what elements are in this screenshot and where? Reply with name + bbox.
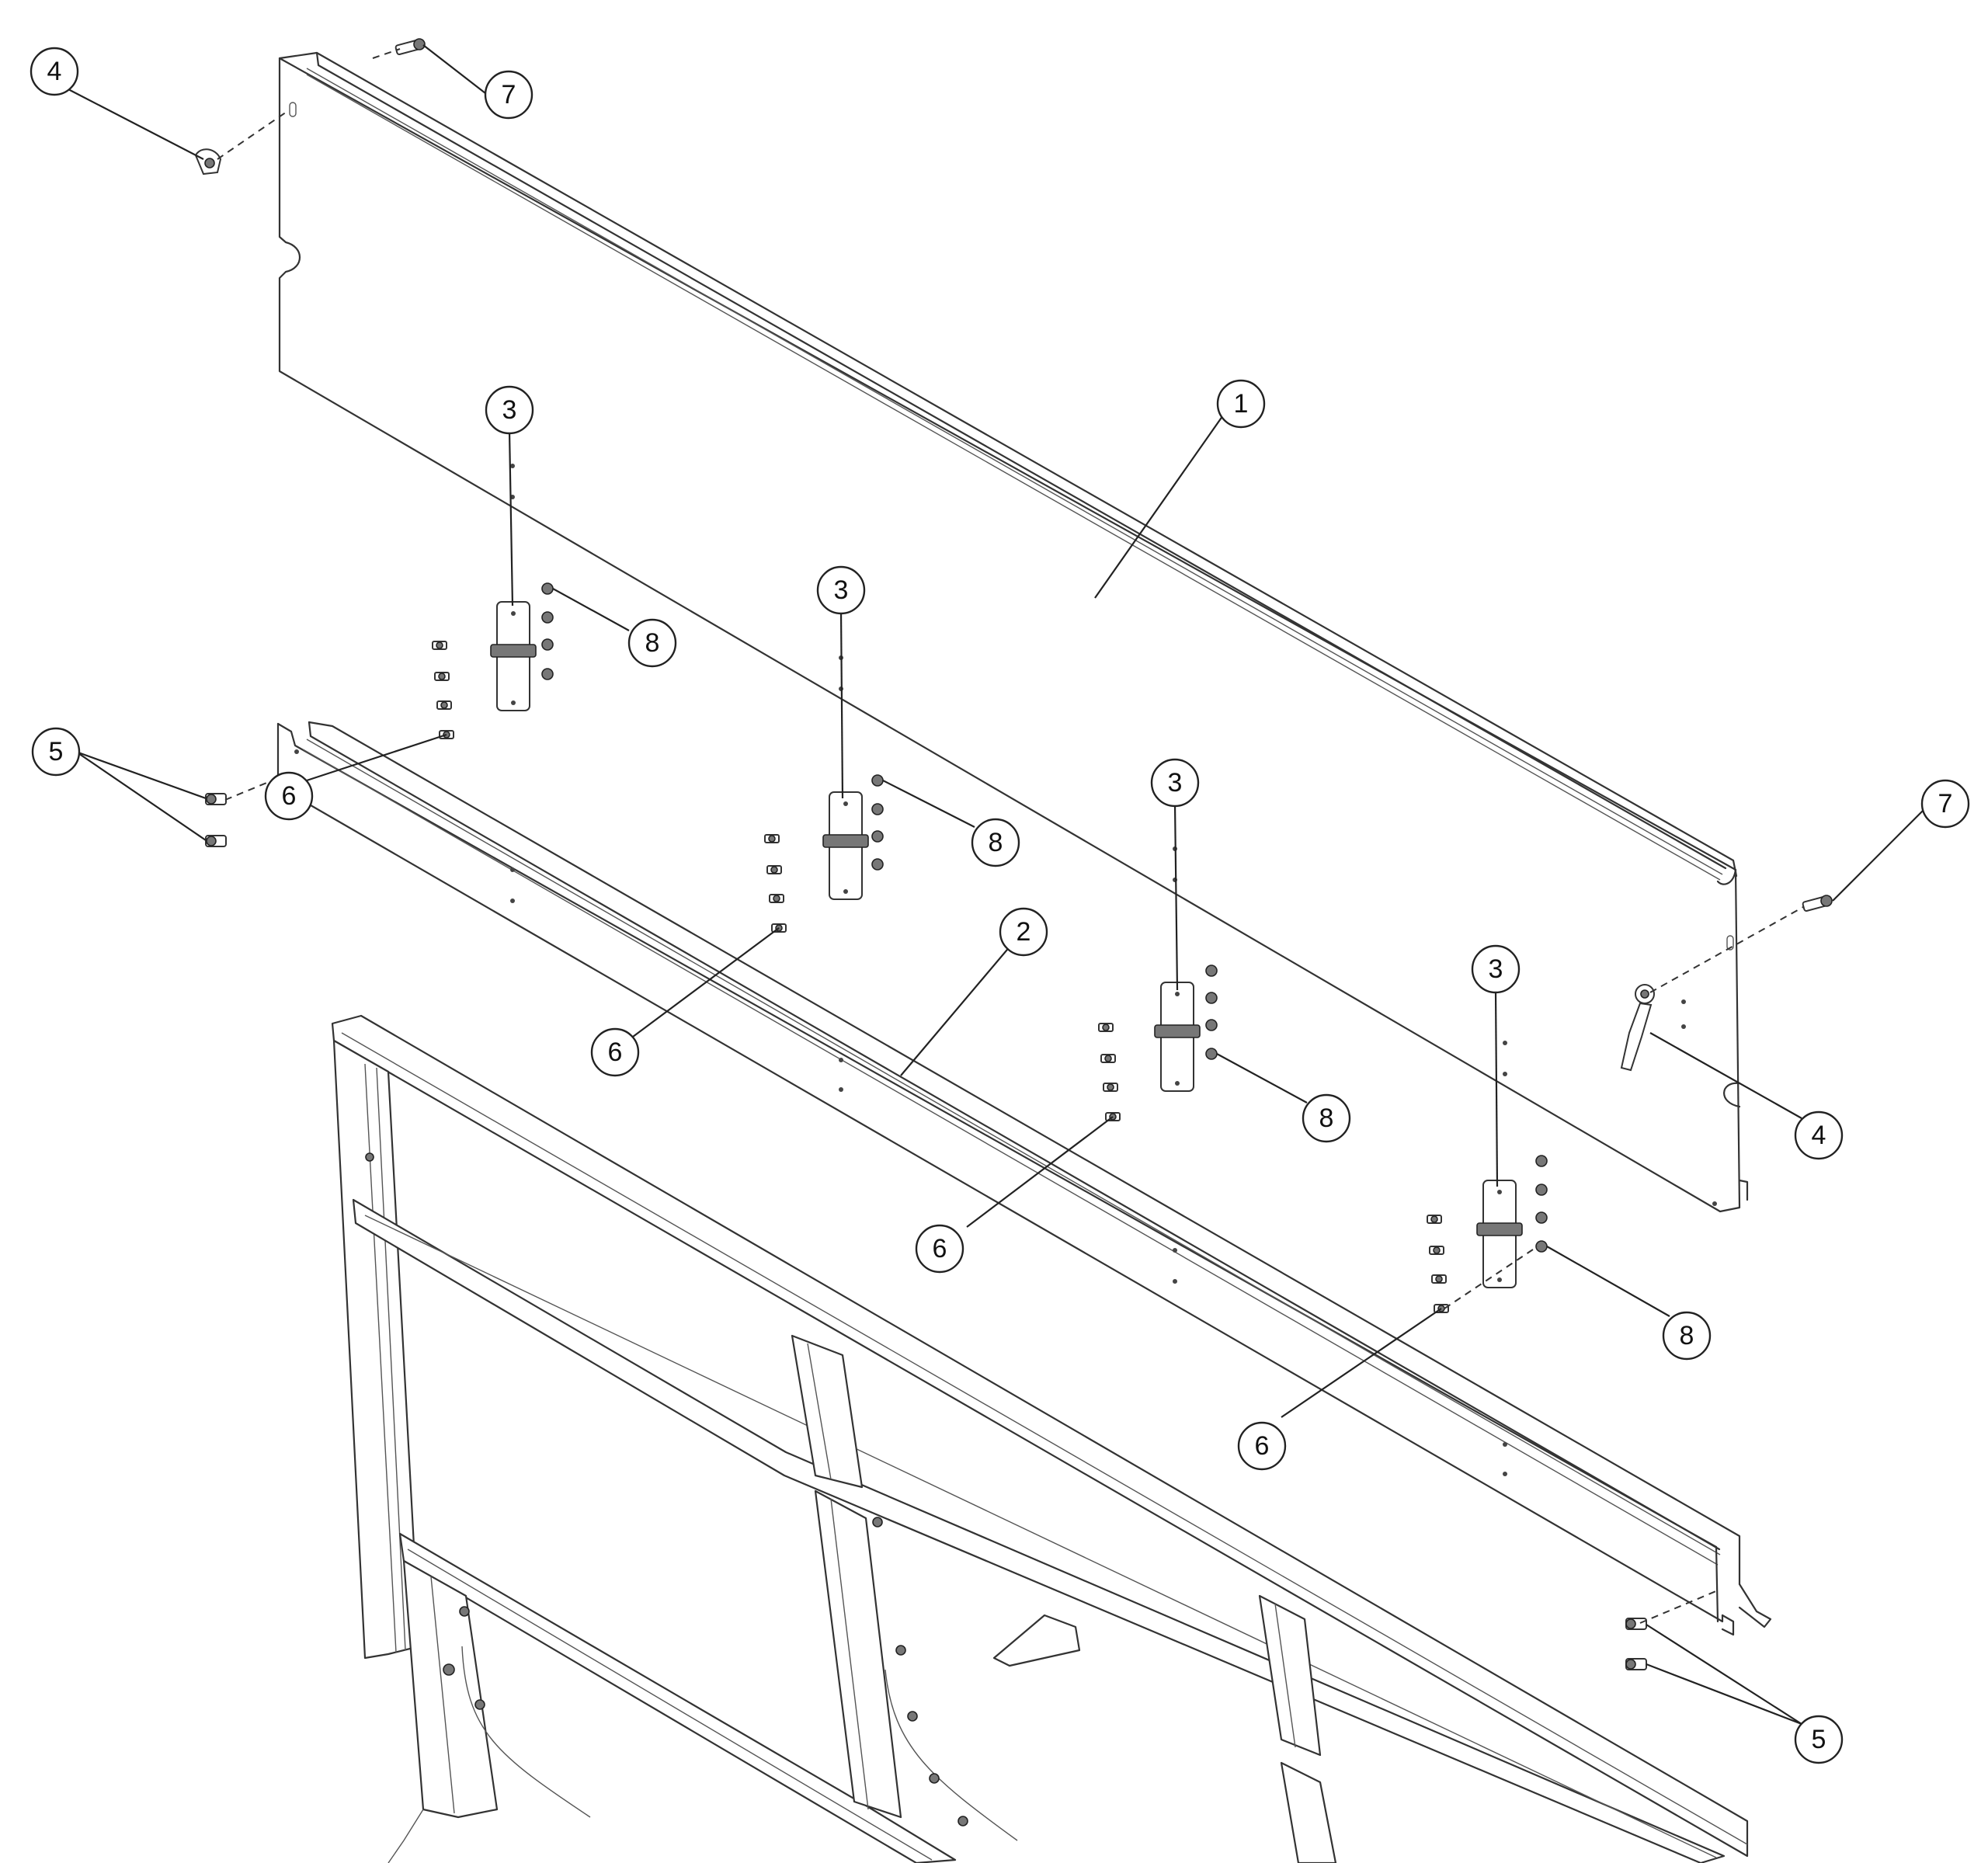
hinge-1 [490, 601, 537, 711]
bolts-group-4 [1427, 1215, 1449, 1313]
screw-right [1802, 895, 1833, 912]
callout-1-number: 1 [1234, 389, 1249, 419]
assembly-lines [217, 48, 1804, 1624]
bolts-group-1 [432, 641, 454, 739]
rail-bolts-left [205, 793, 227, 847]
nuts-group-2 [871, 774, 884, 871]
callout-2: 2 [999, 907, 1048, 957]
leader-lines [68, 44, 1931, 1726]
callout-4b-number: 4 [1812, 1121, 1826, 1150]
hinge-3 [1154, 982, 1201, 1092]
callout-8b-number: 8 [989, 828, 1003, 857]
callout-5b: 5 [1794, 1715, 1844, 1764]
lower-rail [276, 721, 1772, 1636]
bolts-group-3 [1098, 1023, 1121, 1121]
callout-6a: 6 [264, 771, 314, 821]
callout-3a-number: 3 [502, 395, 517, 425]
callout-3d-number: 3 [1489, 954, 1503, 984]
callout-7b-number: 7 [1938, 789, 1953, 819]
callout-6d: 6 [1237, 1421, 1287, 1471]
hinge-2 [822, 791, 869, 900]
callout-7a-number: 7 [502, 80, 516, 109]
callout-8a: 8 [627, 618, 677, 668]
callout-6d-number: 6 [1255, 1431, 1270, 1461]
bolts-group-2 [764, 834, 787, 933]
callout-8a-number: 8 [645, 628, 660, 658]
nuts-group-1 [541, 582, 554, 680]
callout-7a: 7 [484, 70, 533, 120]
callout-4a: 4 [30, 47, 79, 96]
callout-6c-number: 6 [933, 1234, 947, 1263]
latch-left [194, 148, 222, 176]
rail-bolts-right [1625, 1618, 1647, 1670]
callout-3d: 3 [1471, 944, 1521, 994]
callout-7b: 7 [1920, 779, 1970, 829]
callout-8c-number: 8 [1319, 1104, 1334, 1133]
callout-6b-number: 6 [608, 1038, 623, 1067]
callout-5a-number: 5 [49, 737, 64, 766]
upper-side-panel [278, 51, 1749, 1213]
callout-4a-number: 4 [47, 57, 62, 86]
callout-6b: 6 [590, 1027, 640, 1077]
callout-6c: 6 [915, 1224, 964, 1274]
callout-4b: 4 [1794, 1111, 1844, 1160]
callout-5b-number: 5 [1812, 1725, 1826, 1754]
screw-top [394, 38, 426, 56]
callout-5a: 5 [31, 727, 81, 777]
background-frame [331, 1014, 1749, 1863]
callout-8d: 8 [1662, 1311, 1712, 1361]
callout-3c: 3 [1150, 758, 1200, 808]
callout-3b: 3 [816, 565, 866, 615]
callout-8d-number: 8 [1680, 1321, 1694, 1350]
nuts-group-4 [1535, 1155, 1548, 1253]
nuts-group-3 [1205, 965, 1218, 1060]
callout-1: 1 [1216, 379, 1266, 429]
callout-6a-number: 6 [282, 781, 297, 811]
callout-3c-number: 3 [1168, 768, 1183, 798]
callout-8b: 8 [971, 818, 1020, 867]
hinge-4 [1476, 1180, 1523, 1288]
callout-3a: 3 [485, 385, 534, 435]
callout-2-number: 2 [1017, 917, 1031, 947]
callout-3b-number: 3 [834, 575, 849, 605]
callout-8c: 8 [1302, 1093, 1351, 1143]
latch-right [1620, 984, 1655, 1072]
